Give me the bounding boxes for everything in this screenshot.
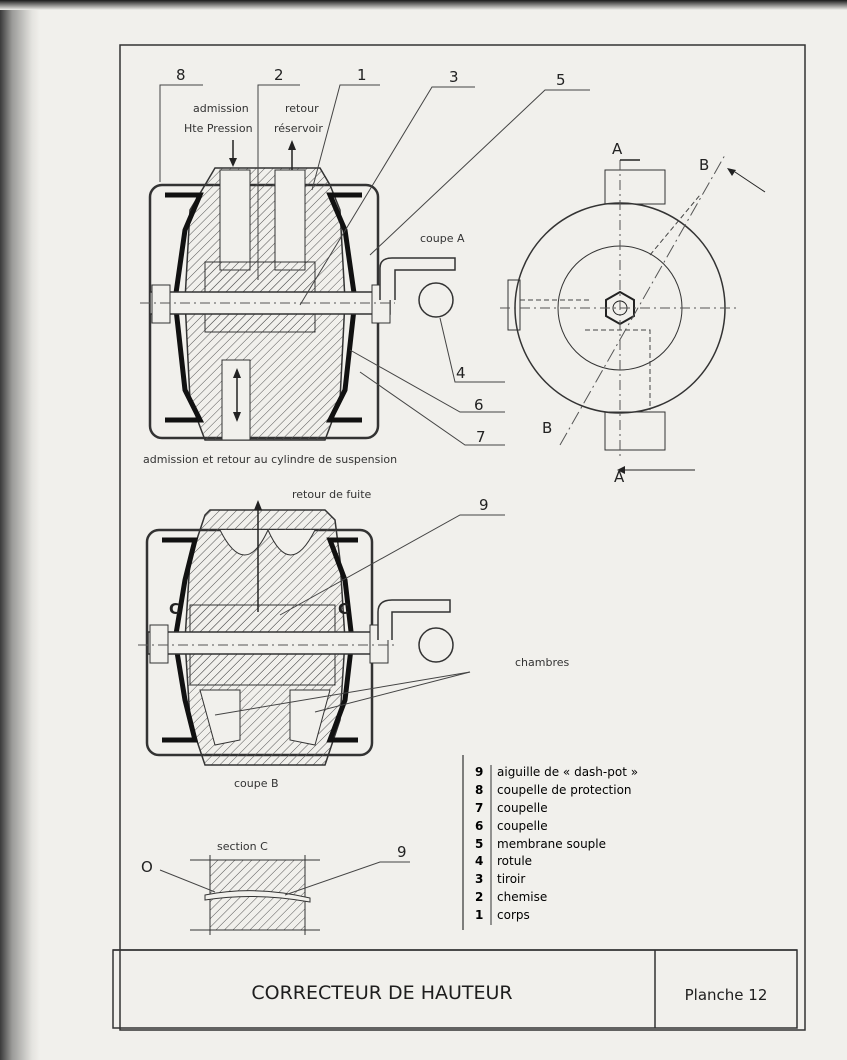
legend-num: 2 [475, 890, 483, 904]
legend-label: rotule [497, 854, 532, 868]
reservoir-label: réservoir [274, 122, 323, 135]
page-top-edge [0, 0, 847, 10]
legend-num: 3 [475, 872, 483, 886]
callout-5: 5 [556, 71, 566, 89]
legend-label: coupelle [497, 819, 548, 833]
section-c-label: section C [217, 840, 268, 853]
legend-label: coupelle [497, 801, 548, 815]
callout-7: 7 [476, 428, 486, 446]
callout-4: 4 [456, 364, 466, 382]
chambres-label: chambres [515, 656, 570, 669]
legend-num: 4 [475, 854, 483, 868]
c-left-label: C [169, 600, 180, 618]
coupe-a-drawing [140, 84, 590, 446]
section-b-bottom: B [542, 419, 552, 437]
legend-num: 6 [475, 819, 483, 833]
admission-label: admission [193, 102, 249, 115]
title-block [112, 949, 798, 1029]
callout-6: 6 [474, 396, 484, 414]
callout-9-section: 9 [397, 843, 407, 861]
retour-label: retour [285, 102, 319, 115]
callout-2: 2 [274, 66, 284, 84]
plate-frame [119, 44, 806, 1031]
section-b-top: B [699, 156, 709, 174]
section-a-top: A [612, 140, 623, 158]
c-right-label: C [338, 600, 349, 618]
legend-label: chemise [497, 890, 547, 904]
end-view-drawing [500, 154, 766, 474]
o-label: O [141, 858, 153, 876]
coupe-a-label: coupe A [420, 232, 465, 245]
section-a-bottom: A [614, 468, 625, 486]
admission-retour-label: admission et retour au cylindre de suspe… [143, 453, 397, 466]
callout-8: 8 [176, 66, 186, 84]
legend-label: coupelle de protection [497, 783, 632, 797]
callout-9: 9 [479, 496, 489, 514]
legend-label: tiroir [497, 872, 525, 886]
plate-title: CORRECTEUR DE HAUTEUR [251, 982, 512, 1004]
legend-label: corps [497, 908, 530, 922]
callout-1: 1 [357, 66, 367, 84]
retour-fuite-label: retour de fuite [292, 488, 372, 501]
coupe-b-drawing [138, 500, 505, 766]
high-pressure-label: Hte Pression [184, 122, 253, 135]
plate-number: Planche 12 [685, 986, 768, 1004]
legend-num: 1 [475, 908, 483, 922]
parts-legend: 9 aiguille de « dash-pot » 8 coupelle de… [475, 765, 638, 922]
legend-label: aiguille de « dash-pot » [497, 765, 638, 779]
callout-3: 3 [449, 68, 459, 86]
book-binding-edge [0, 0, 40, 1060]
legend-num: 9 [475, 765, 483, 779]
legend-num: 5 [475, 837, 483, 851]
section-c-drawing [159, 855, 410, 935]
legend-num: 7 [475, 801, 483, 815]
legend-label: membrane souple [497, 837, 606, 851]
coupe-b-label: coupe B [234, 777, 279, 790]
legend-num: 8 [475, 783, 483, 797]
